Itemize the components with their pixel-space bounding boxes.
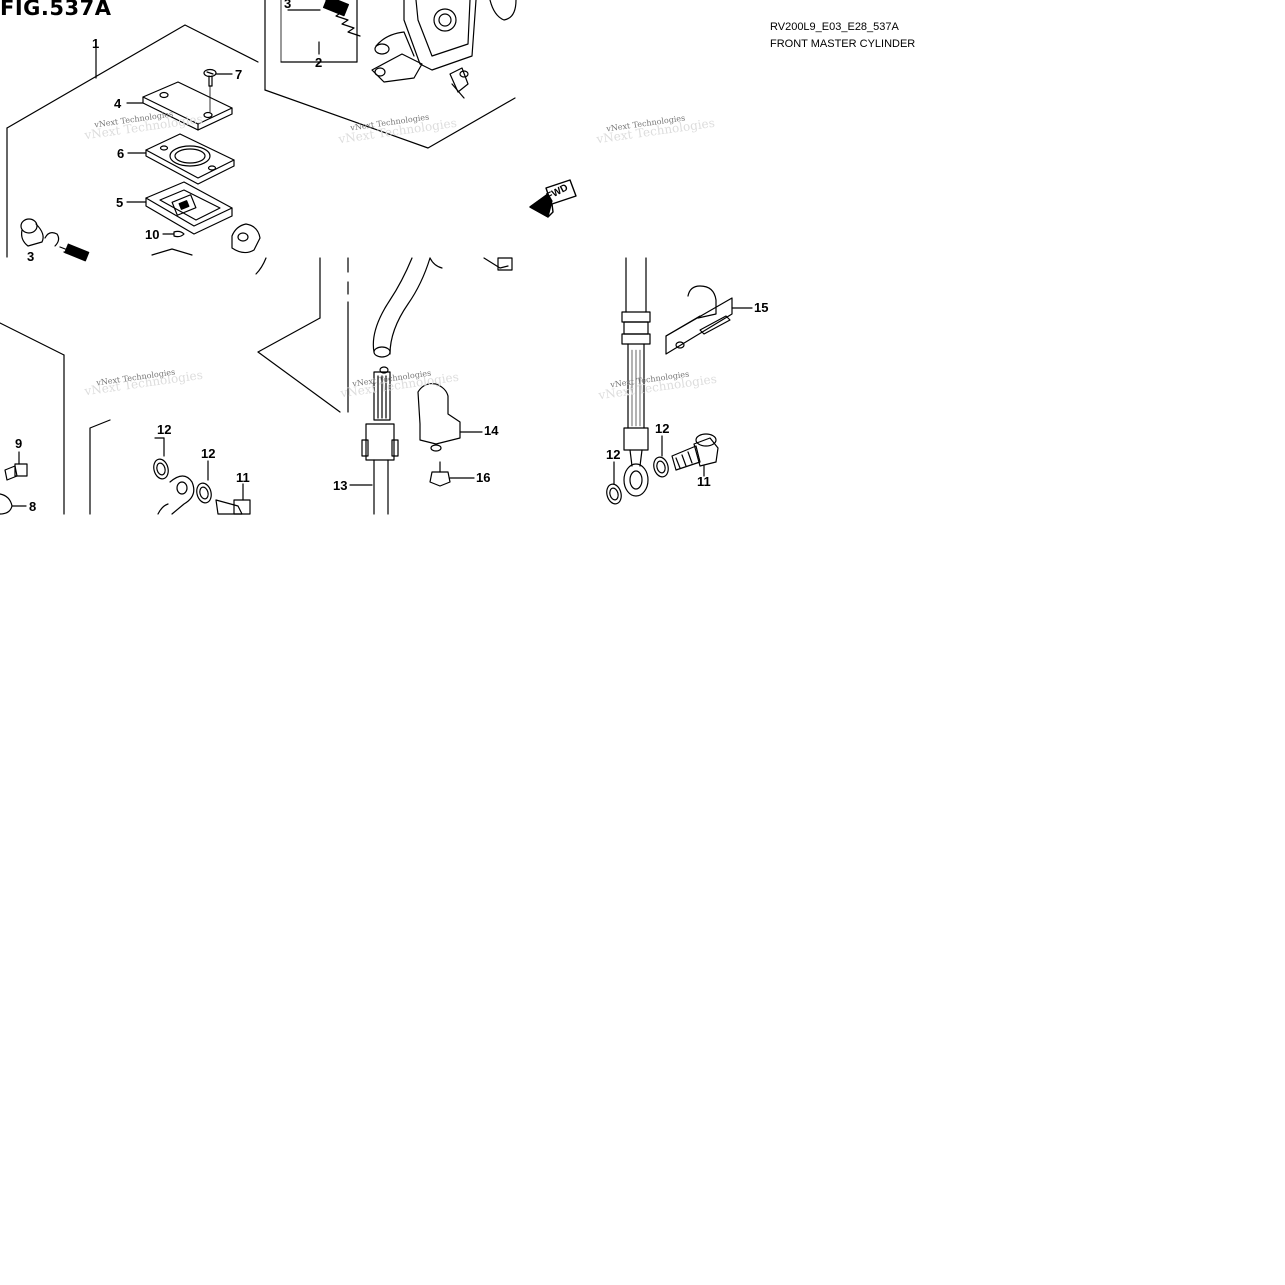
callout-3: 3: [284, 0, 292, 11]
callout-12: 12: [606, 447, 621, 462]
callout-5: 5: [116, 195, 124, 210]
callout-2: 2: [315, 55, 323, 70]
diaphragm-plate: [127, 133, 235, 185]
callout-11: 11: [236, 470, 250, 485]
piston-spring: [322, 0, 361, 37]
piston-parts: [20, 218, 90, 262]
callout-12: 12: [157, 422, 172, 437]
panel-hose-left: [0, 257, 267, 515]
panel-hose-middle: [257, 257, 513, 515]
reservoir-cap: [126, 81, 233, 131]
callout-6: 6: [117, 146, 125, 161]
callout-11: 11: [697, 474, 711, 489]
drawing-code: RV200L9_E03_E28_537A: [770, 21, 899, 33]
callout-10: 10: [145, 227, 160, 242]
callout-4: 4: [114, 96, 122, 111]
callout-14: 14: [484, 423, 499, 438]
figure-title: FIG.537A: [0, 0, 112, 20]
fwd-arrow: [529, 179, 577, 218]
callout-8: 8: [29, 499, 37, 514]
callout-15: 15: [754, 300, 769, 315]
panel-master-cylinder-body: [264, 0, 577, 218]
callout-13: 13: [333, 478, 348, 493]
callout-12: 12: [655, 421, 670, 436]
diaphragm: [126, 181, 233, 235]
boot-clip: [162, 230, 185, 238]
callout-1: 1: [92, 36, 100, 51]
lever-bracket: [151, 223, 261, 256]
callout-9: 9: [15, 436, 23, 451]
callout-7: 7: [235, 67, 243, 82]
panel-hose-right: [606, 257, 753, 505]
callout-12: 12: [201, 446, 216, 461]
callout-3: 3: [27, 249, 35, 264]
panel-master-cylinder-kit: [6, 24, 261, 262]
drawing-name: FRONT MASTER CYLINDER: [770, 38, 916, 50]
cap-screw: [203, 68, 233, 113]
cylinder-body: [371, 0, 517, 99]
callout-16: 16: [476, 470, 491, 485]
